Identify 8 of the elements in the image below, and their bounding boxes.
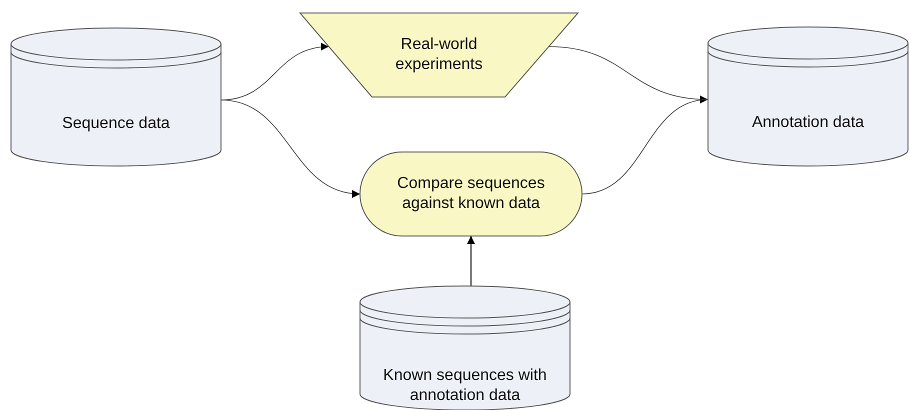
- node-label: Known sequences with annotation data: [382, 366, 548, 406]
- connector-arrow: [467, 236, 475, 286]
- node-label: Compare sequences against known data: [396, 174, 546, 214]
- node-label: Real-world experiments: [394, 35, 484, 75]
- node-label: Annotation data: [750, 113, 866, 133]
- connector-arrow: [548, 46, 708, 104]
- connector-arrow: [220, 100, 360, 198]
- node-label: Sequence data: [61, 114, 171, 134]
